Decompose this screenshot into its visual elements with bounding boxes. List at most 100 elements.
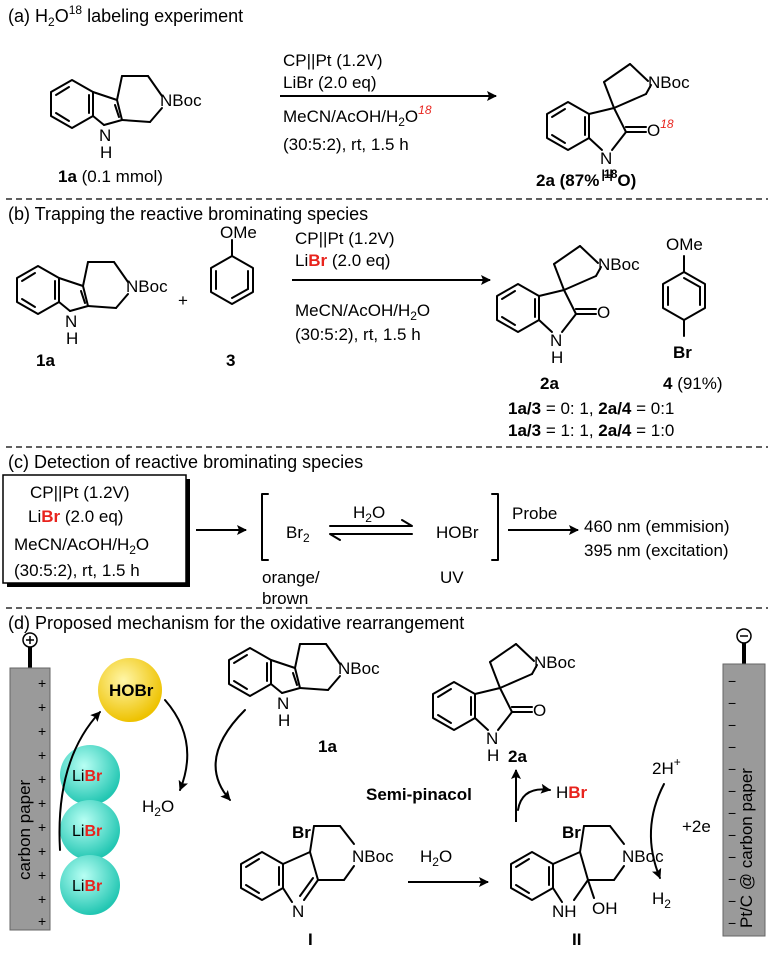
svg-text:−: −: [728, 871, 736, 887]
hobr-ball: [98, 658, 162, 722]
section-c-title: (c) Detection of reactive brominating sp…: [8, 452, 363, 472]
svg-text:+: +: [38, 819, 46, 835]
svg-text:+: +: [38, 771, 46, 787]
svg-text:−: −: [728, 827, 736, 843]
anode-label: carbon paper: [15, 779, 34, 880]
o-label-d: O: [533, 701, 546, 720]
svg-text:+: +: [38, 675, 46, 691]
bracket-right: [491, 493, 499, 561]
arrow-libr-to-hobr: [58, 711, 101, 851]
bracket-left: [261, 493, 269, 561]
oh-label: OH: [592, 899, 618, 918]
section-d-title: (d) Proposed mechanism for the oxidative…: [8, 613, 464, 633]
compound-4-structure: OMe Br: [662, 235, 706, 362]
cond-b-libr: LiBr (2.0 eq): [295, 251, 390, 270]
section-b-title: (b) Trapping the reactive brominating sp…: [8, 204, 368, 224]
box-ratio: (30:5:2), rt, 1.5 h: [14, 561, 140, 580]
plus-sign: +: [178, 291, 188, 310]
ome-label-4: OMe: [666, 235, 703, 254]
svg-text:+: +: [38, 723, 46, 739]
arrow-hobr-to-water: [164, 699, 189, 791]
excitation-label: 395 nm (excitation): [584, 541, 729, 560]
cond-b-electrodes: CP||Pt (1.2V): [295, 229, 395, 248]
hbr-label: HBr: [556, 783, 588, 802]
nh-label: NH: [552, 902, 577, 921]
equilibrium-back: [329, 533, 413, 541]
water-label-c: H2O: [353, 503, 385, 525]
box-solvent: MeCN/AcOH/H2O: [14, 535, 149, 557]
cathode-electrode: −−− −−− −−− −−− Pt/C @ carbon paper: [722, 628, 766, 937]
svg-text:+: +: [38, 747, 46, 763]
br-label-I: Br: [292, 823, 311, 842]
orange-label-1: orange/: [262, 568, 320, 587]
probe-label: Probe: [512, 504, 557, 523]
ratio-row-1: 1a/3 = 0: 1, 2a/4 = 0:1: [508, 399, 674, 418]
cond-a-electrodes: CP||Pt (1.2V): [283, 51, 383, 70]
n-label: N: [292, 902, 304, 921]
o18-label: O18: [647, 117, 674, 140]
svg-text:−: −: [728, 893, 736, 909]
compound-1a-structure-b: [16, 261, 170, 349]
intermediate-I-structure: NBoc N Br: [240, 823, 394, 921]
svg-text:−: −: [728, 849, 736, 865]
cond-b-solvent: MeCN/AcOH/H2O: [295, 301, 430, 323]
water-label-d: H2O: [142, 797, 174, 819]
svg-text:−: −: [728, 783, 736, 799]
svg-text:LiBr: LiBr: [72, 878, 102, 895]
equilibrium-forward: [329, 519, 413, 527]
svg-text:+: +: [38, 699, 46, 715]
o-label-b: O: [597, 303, 610, 322]
arrow-hbr-release: [517, 783, 551, 811]
svg-text:+: +: [38, 913, 46, 929]
hydrogen-label: H2: [652, 889, 671, 911]
conditions-box: [2, 474, 187, 584]
svg-text:−: −: [728, 805, 736, 821]
libr-ball-2: LiBr: [60, 800, 120, 860]
cond-a-libr: LiBr (2.0 eq): [283, 73, 377, 92]
uv-label: UV: [440, 568, 464, 587]
svg-text:+: +: [38, 795, 46, 811]
semi-pinacol-label: Semi-pinacol: [366, 785, 472, 804]
label-1a-b: 1a: [36, 351, 55, 370]
svg-text:−: −: [728, 915, 736, 931]
compound-3-structure: OMe: [210, 223, 257, 305]
label-4-yield: 4 (91%): [663, 374, 723, 393]
ratio-row-2: 1a/3 = 1: 1, 2a/4 = 1:0: [508, 421, 674, 440]
proton-label: 2H+: [652, 755, 681, 778]
box-libr: LiBr (2.0 eq): [28, 507, 123, 526]
svg-text:+: +: [38, 867, 46, 883]
cond-b-ratio: (30:5:2), rt, 1.5 h: [295, 325, 421, 344]
box-electrodes: CP||Pt (1.2V): [30, 483, 130, 502]
svg-text:−: −: [728, 717, 736, 733]
svg-text:−: −: [728, 761, 736, 777]
libr-ball-3: LiBr: [60, 855, 120, 915]
nboc-label: NBoc: [622, 847, 664, 866]
compound-1a-structure: [50, 75, 204, 163]
compound-2a-structure-d: [432, 643, 578, 766]
section-a-title: (a) H2O18 labeling experiment: [8, 3, 243, 29]
br2-label: Br2: [286, 523, 310, 545]
svg-text:+: +: [38, 891, 46, 907]
label-II: II: [572, 930, 581, 949]
label-I: I: [308, 930, 313, 949]
nboc-label: NBoc: [352, 847, 394, 866]
label-2a-b: 2a: [540, 374, 559, 393]
svg-text:−: −: [728, 673, 736, 689]
cathode-label: Pt/C @ carbon paper: [737, 768, 756, 928]
arrow-1a-to-I: [214, 709, 246, 801]
compound-2a-structure-b: [496, 245, 642, 368]
anode-electrode: +++ +++ +++ ++ carbon paper: [9, 632, 51, 931]
arrow-proton-reduction: [649, 783, 665, 879]
label-1a-d: 1a: [318, 737, 337, 756]
svg-text:−: −: [728, 695, 736, 711]
water-label-d2: H2O: [420, 847, 452, 869]
svg-text:LiBr: LiBr: [72, 823, 102, 840]
compound-1a-structure-d: [228, 643, 382, 731]
ome-label: OMe: [220, 223, 257, 242]
label-1a-amount: 1a (0.1 mmol): [58, 167, 163, 186]
electrons-label: +2e: [682, 817, 711, 836]
libr-ball-1: LiBr: [60, 745, 120, 805]
intermediate-II-structure: NBoc NH OH Br: [510, 823, 664, 921]
br-label-II: Br: [562, 823, 581, 842]
